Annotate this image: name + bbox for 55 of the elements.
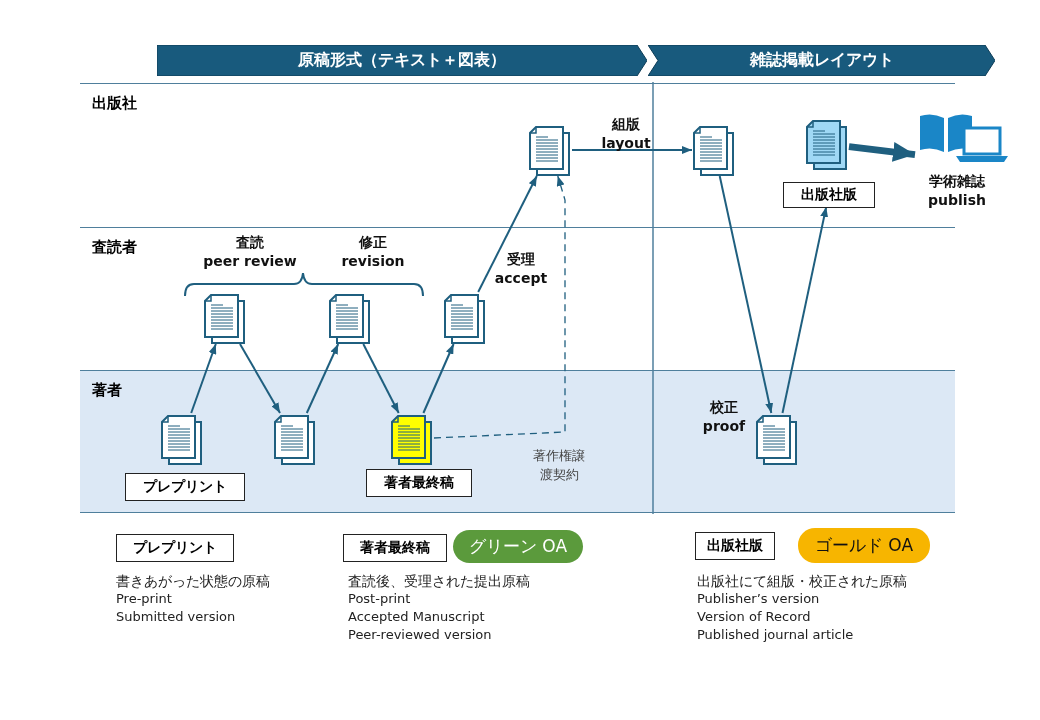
- document-icon: [160, 414, 204, 466]
- document-icon: [755, 414, 799, 466]
- arrow: [422, 343, 455, 414]
- arrow: [477, 175, 538, 293]
- step-label: 査読 peer review: [202, 233, 298, 271]
- arrow: [718, 175, 774, 414]
- document-icon: [390, 414, 434, 466]
- label-box: 著者最終稿: [343, 534, 447, 562]
- label-box: 著者最終稿: [366, 469, 472, 497]
- node-caption: 学術雑誌 publish: [927, 172, 987, 210]
- arrow: [305, 343, 340, 414]
- document-icon: [528, 125, 572, 177]
- arrow: [190, 343, 217, 414]
- edge-label: 受理 accept: [493, 250, 549, 288]
- document-icon: [273, 414, 317, 466]
- arrow: [781, 206, 829, 414]
- lane-title: 出版社: [92, 94, 137, 113]
- arrow: [362, 343, 400, 414]
- document-icon: [805, 119, 849, 171]
- edge-label: 組版 layout: [600, 115, 652, 153]
- arrow: [239, 343, 281, 414]
- description-text: Pre-print: [116, 590, 172, 608]
- description-text: 書きあがった状態の原稿: [116, 572, 270, 590]
- description-text: Published journal article: [697, 626, 854, 644]
- oa-badge: ゴールド OA: [798, 528, 930, 563]
- header-text: 原稿形式（テキスト＋図表）: [298, 50, 506, 71]
- header-text: 雑誌掲載レイアウト: [749, 50, 894, 71]
- document-icon: [203, 293, 247, 345]
- document-icon: [443, 293, 487, 345]
- oa-badge: グリーン OA: [453, 530, 583, 563]
- swimlane: [80, 370, 955, 513]
- description-text: Post-print: [348, 590, 411, 608]
- step-label: 校正 proof: [701, 398, 747, 436]
- thick-arrow: [848, 142, 916, 162]
- dashed-arrow: [433, 175, 566, 439]
- document-icon: [692, 125, 736, 177]
- edge-label: 著作権譲渡契約: [532, 447, 586, 484]
- description-text: 出版社にて組版・校正された原稿: [697, 572, 907, 590]
- label-box: 出版社版: [783, 182, 875, 208]
- description-text: 査読後、受理された提出原稿: [348, 572, 530, 590]
- label-box: プレプリント: [125, 473, 245, 501]
- description-text: Accepted Manuscript: [348, 608, 485, 626]
- label-box: 出版社版: [695, 532, 775, 560]
- section-header-banner: [157, 45, 647, 76]
- document-icon: [328, 293, 372, 345]
- lane-title: 著者: [92, 381, 122, 400]
- label-box: プレプリント: [116, 534, 234, 562]
- step-label: 修正 revision: [340, 233, 406, 271]
- description-text: Publisher’s version: [697, 590, 820, 608]
- section-header-banner: [648, 45, 995, 76]
- description-text: Version of Record: [697, 608, 811, 626]
- description-text: Peer-reviewed version: [348, 626, 492, 644]
- lane-title: 査読者: [92, 238, 137, 257]
- description-text: Submitted version: [116, 608, 236, 626]
- arrow: [571, 146, 693, 154]
